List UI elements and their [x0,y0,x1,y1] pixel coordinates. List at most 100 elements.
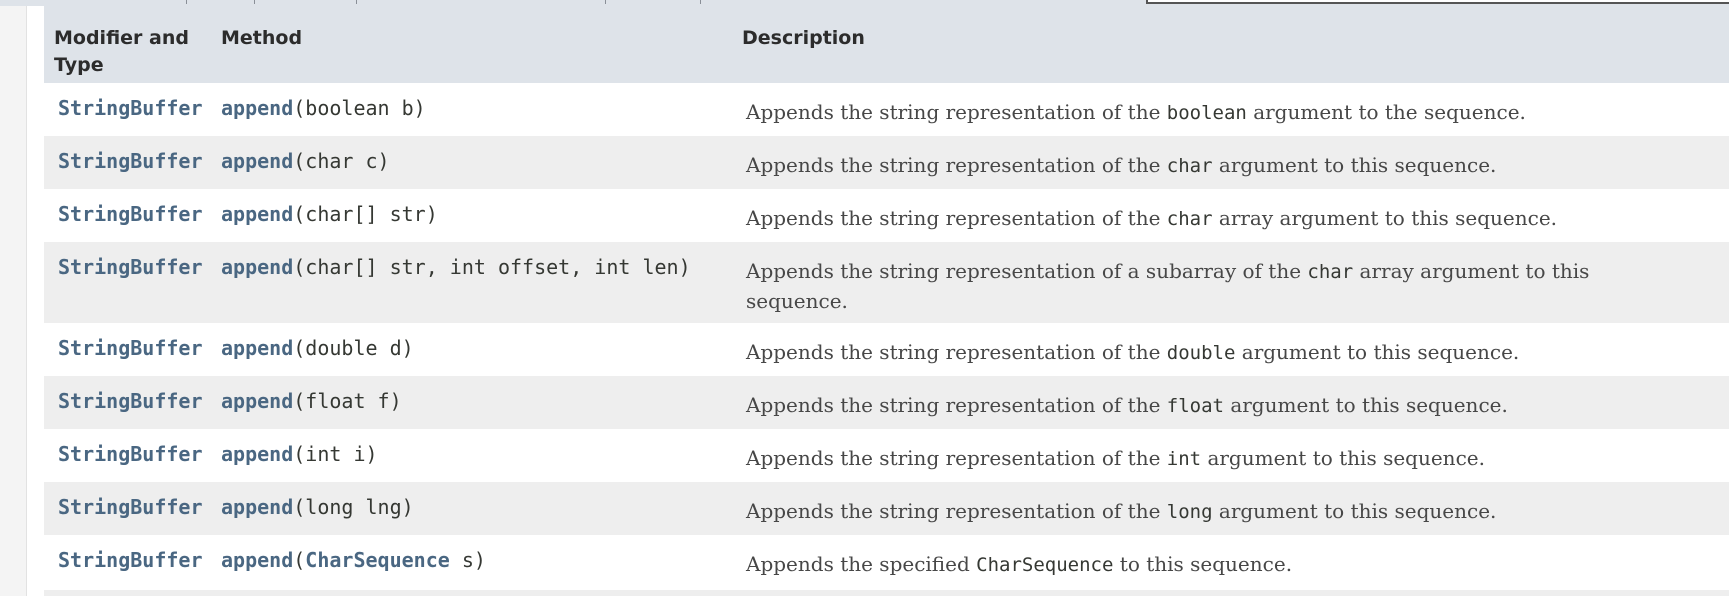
table-row: StringBuffer append(char[] str) Appends th… [44,189,1729,242]
paren-open: ( [293,149,306,173]
nav-separator [605,0,606,4]
col-header-modifier: Modifier and Type [54,25,189,79]
method-params: char c [305,149,378,173]
method-params: char[] str [305,202,426,226]
description-text: argument to this sequence. [1212,153,1497,177]
return-type-link[interactable]: StringBuffer [58,548,203,572]
table-row-partial [44,590,1729,596]
param-type-link[interactable]: CharSequence [305,548,450,572]
return-type-link[interactable]: StringBuffer [58,202,203,226]
paren-close: ) [678,255,691,279]
nav-separator [254,0,255,4]
description-text: argument to this sequence. [1223,393,1508,417]
method-summary-table: Modifier and Type Method Description Str… [44,6,1729,588]
description-text: array argument to this sequence. [746,259,1590,313]
description-text: Appends the string representation of the [746,499,1167,523]
return-type-link[interactable]: StringBuffer [58,495,203,519]
return-type-link[interactable]: StringBuffer [58,96,203,120]
method-description: Appends the string representation of the… [746,444,1696,474]
col-header-modifier-line1: Modifier and [54,27,189,49]
table-row: StringBuffer append(double d) Appends the … [44,323,1729,376]
method-signature: append(float f) [221,388,402,414]
table-row: StringBuffer append(CharSequence s) Append… [44,535,1729,588]
description-text: array argument to this sequence. [1212,206,1558,230]
table-row: StringBuffer append(float f) Appends the s… [44,376,1729,429]
method-signature: append(double d) [221,335,414,361]
return-type-link[interactable]: StringBuffer [58,336,203,360]
description-code: boolean [1166,102,1247,124]
method-params: int i [305,442,366,466]
method-params: long lng [305,495,402,519]
paren-open: ( [293,548,306,572]
nav-separator [186,0,187,4]
method-description: Appends the string representation of the… [746,98,1696,128]
table-row: StringBuffer append(char c) Appends the st… [44,136,1729,189]
return-type-link[interactable]: StringBuffer [58,389,203,413]
method-params: char[] str, int offset, int len [305,255,679,279]
description-text: Appends the string representation of the [746,100,1167,124]
method-description: Appends the string representation of the… [746,204,1696,234]
return-type-link[interactable]: StringBuffer [58,255,203,279]
method-name-link[interactable]: append [221,389,294,413]
method-name-link[interactable]: append [221,548,294,572]
description-code: float [1166,395,1224,417]
table-header: Modifier and Type Method Description [44,6,1729,83]
paren-close: ) [401,495,414,519]
table-row: StringBuffer append(long lng) Appends the … [44,482,1729,535]
description-text: argument to this sequence. [1212,499,1497,523]
col-header-modifier-line2: Type [54,54,104,76]
description-code: double [1166,342,1236,364]
description-text: argument to this sequence. [1201,446,1485,470]
description-code: char [1166,155,1213,177]
method-description: Appends the string representation of the… [746,151,1696,181]
search-input[interactable] [1146,0,1729,4]
method-params: float f [305,389,390,413]
return-type-link[interactable]: StringBuffer [58,149,203,173]
return-type-link[interactable]: StringBuffer [58,442,203,466]
method-name-link[interactable]: append [221,149,294,173]
description-text: Appends the string representation of the [746,393,1167,417]
method-name-link[interactable]: append [221,96,294,120]
method-name-link[interactable]: append [221,336,294,360]
paren-open: ( [293,336,306,360]
paren-open: ( [293,495,306,519]
nav-separator [356,0,357,4]
paren-close: ) [425,202,438,226]
method-signature: append(int i) [221,441,378,467]
method-description: Appends the specified CharSequence to th… [746,550,1696,580]
paren-close: ) [389,389,402,413]
table-row: StringBuffer append(boolean b) Appends the… [44,83,1729,136]
method-signature: append(long lng) [221,494,414,520]
left-margin-rail [0,6,27,596]
method-name-link[interactable]: append [221,442,294,466]
description-text: Appends the string representation of the [746,206,1167,230]
paren-close: ) [365,442,378,466]
description-text: Appends the string representation of a s… [746,259,1308,283]
description-code: char [1307,261,1354,283]
description-code: CharSequence [976,554,1114,576]
method-description: Appends the string representation of the… [746,338,1696,368]
description-code: char [1166,208,1213,230]
col-header-description: Description [742,27,865,49]
method-name-link[interactable]: append [221,495,294,519]
description-text: argument to the sequence. [1246,100,1526,124]
paren-close: ) [377,149,390,173]
paren-open: ( [293,255,306,279]
method-signature: append(CharSequence s) [221,547,486,573]
method-params: s [449,548,474,572]
description-code: long [1166,501,1213,523]
method-signature: append(char[] str) [221,201,438,227]
method-params: boolean b [305,96,414,120]
description-code: int [1166,448,1202,470]
method-name-link[interactable]: append [221,255,294,279]
method-params: double d [305,336,402,360]
method-signature: append(boolean b) [221,95,426,121]
paren-open: ( [293,442,306,466]
description-text: Appends the string representation of the [746,446,1167,470]
paren-close: ) [413,96,426,120]
table-row: StringBuffer append(char[] str, int offse… [44,242,1729,323]
description-text: Appends the string representation of the [746,340,1167,364]
method-name-link[interactable]: append [221,202,294,226]
col-header-method: Method [221,27,303,49]
method-description: Appends the string representation of the… [746,497,1696,527]
